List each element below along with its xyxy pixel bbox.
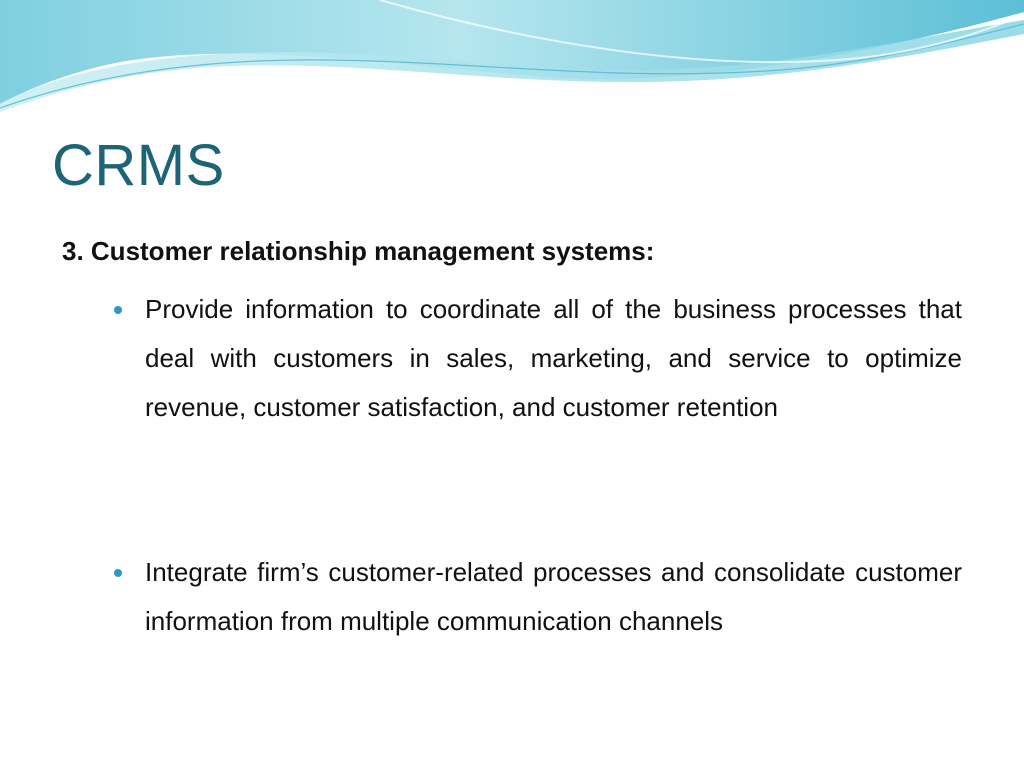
bullet-dot-icon bbox=[114, 306, 122, 314]
section-heading: 3. Customer relationship management syst… bbox=[62, 236, 655, 266]
header-wave-decoration bbox=[0, 0, 1024, 112]
bullet-text: Integrate firm’s customer-related proces… bbox=[145, 557, 962, 636]
bullet-text: Provide information to coordinate all of… bbox=[145, 294, 962, 422]
bullet-dot-icon bbox=[114, 569, 122, 577]
slide-title: CRMS bbox=[52, 133, 225, 198]
